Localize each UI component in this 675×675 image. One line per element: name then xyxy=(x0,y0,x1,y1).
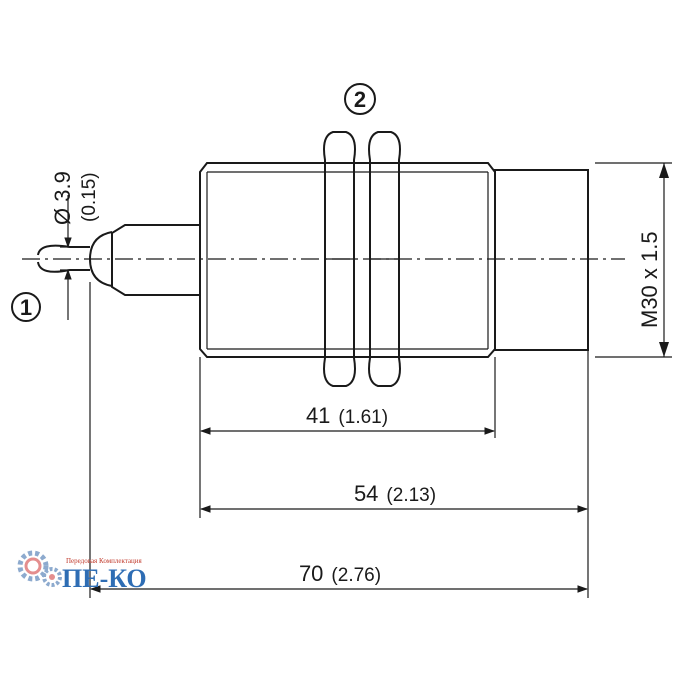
extension-lines xyxy=(89,282,589,598)
housing-length-dimension: 54 (2.13) xyxy=(199,481,589,513)
thread-label: M30 x 1.5 xyxy=(637,231,662,328)
thread-length-label: 41 (1.61) xyxy=(306,403,388,428)
watermark-logo: Передовая Комплектация ПЕ-КО xyxy=(17,550,147,593)
cable-diameter-inch: (0.15) xyxy=(79,172,100,222)
callout-2: 2 xyxy=(344,83,376,115)
watermark-tagline: Передовая Комплектация xyxy=(66,557,143,565)
watermark-brand: ПЕ-КО xyxy=(62,564,147,593)
gear-icon xyxy=(17,550,62,587)
callout-2-label: 2 xyxy=(354,87,366,112)
sensor-face xyxy=(494,169,589,351)
threaded-housing xyxy=(199,162,496,358)
total-length-dimension: 70 (2.76) xyxy=(89,561,589,593)
cable-diameter-mm: Ø 3.9 xyxy=(50,171,75,225)
total-length-label: 70 (2.76) xyxy=(299,561,381,586)
cable-gland xyxy=(88,224,200,296)
mounting-nuts xyxy=(323,131,401,387)
housing-length-label: 54 (2.13) xyxy=(354,481,436,506)
thread-length-dimension: 41 (1.61) xyxy=(199,403,496,435)
cable-diameter-dimension: Ø 3.9 (0.15) xyxy=(50,171,100,320)
callout-1: 1 xyxy=(11,292,41,322)
callout-1-label: 1 xyxy=(20,295,32,320)
thread-dimension: M30 x 1.5 xyxy=(595,162,672,358)
